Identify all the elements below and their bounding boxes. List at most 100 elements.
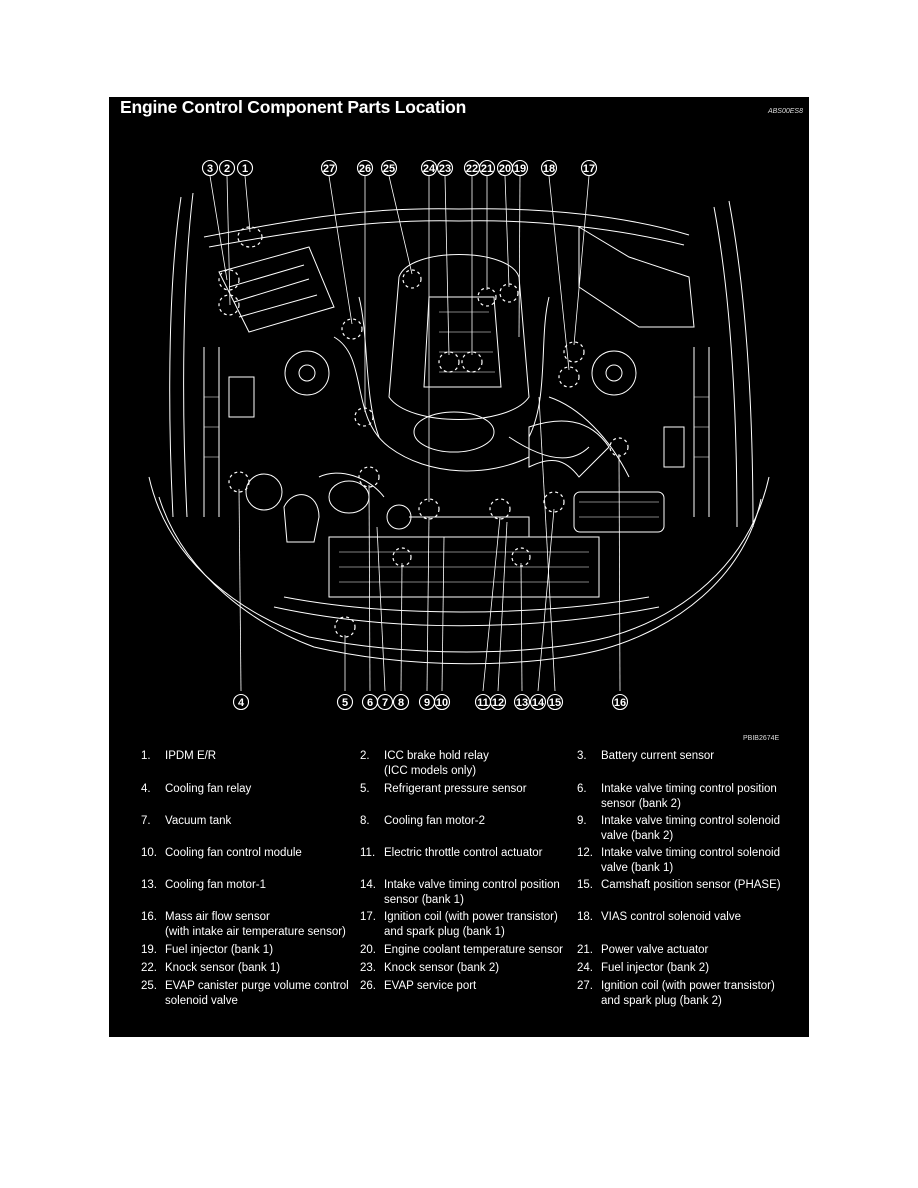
callout-18: 18 bbox=[540, 159, 558, 177]
legend-label: IPDM E/R bbox=[165, 750, 217, 762]
callout-number: 20 bbox=[499, 163, 511, 175]
callout-14: 14 bbox=[529, 693, 547, 711]
callout-number: 22 bbox=[466, 163, 478, 175]
engine-bay-drawing bbox=[148, 192, 770, 665]
callout-2: 2 bbox=[218, 159, 236, 177]
legend-label: Cooling fan motor-1 bbox=[165, 879, 266, 891]
legend-number: 14. bbox=[360, 879, 376, 891]
callout-22: 22 bbox=[463, 159, 481, 177]
legend-label: Fuel injector (bank 1) bbox=[165, 944, 274, 956]
legend-label: Intake valve timing control solenoid val… bbox=[601, 815, 780, 842]
legend-number: 12. bbox=[577, 847, 593, 859]
callout-27: 27 bbox=[320, 159, 338, 177]
callout-12: 12 bbox=[489, 693, 507, 711]
callout-4: 4 bbox=[232, 693, 250, 711]
legend-number: 19. bbox=[141, 944, 157, 956]
callout-24: 24 bbox=[420, 159, 438, 177]
legend-number: 3. bbox=[577, 750, 587, 762]
callout-17: 17 bbox=[580, 159, 598, 177]
callout-number: 9 bbox=[424, 697, 430, 709]
callout-5: 5 bbox=[336, 693, 354, 711]
legend-number: 20. bbox=[360, 944, 376, 956]
legend-number: 22. bbox=[141, 962, 157, 974]
legend-label: Power valve actuator bbox=[601, 944, 709, 956]
legend-label: VIAS control solenoid valve bbox=[601, 911, 741, 923]
legend-number: 24. bbox=[577, 962, 593, 974]
diagram-panel: Engine Control Component Parts Location … bbox=[109, 97, 809, 1037]
legend-label: Electric throttle control actuator bbox=[384, 847, 543, 859]
legend-label: Knock sensor (bank 1) bbox=[165, 962, 281, 974]
legend-label: Cooling fan relay bbox=[165, 783, 252, 795]
legend-label: Intake valve timing control solenoid val… bbox=[601, 847, 780, 874]
legend-number: 26. bbox=[360, 980, 376, 992]
callout-8: 8 bbox=[392, 693, 410, 711]
legend-number: 7. bbox=[141, 815, 151, 827]
callout-10: 10 bbox=[433, 693, 451, 711]
callout-19: 19 bbox=[511, 159, 529, 177]
legend-label: Ignition coil (with power transistor) an… bbox=[601, 980, 775, 1007]
legend-label: Intake valve timing control position sen… bbox=[384, 879, 560, 906]
callout-20: 20 bbox=[496, 159, 514, 177]
callout-number: 5 bbox=[342, 697, 348, 709]
legend-number: 1. bbox=[141, 750, 151, 762]
legend-number: 10. bbox=[141, 847, 157, 859]
legend-number: 15. bbox=[577, 879, 593, 891]
legend-label: EVAP service port bbox=[384, 980, 477, 992]
callout-9: 9 bbox=[418, 693, 436, 711]
callout-number: 21 bbox=[481, 163, 493, 175]
legend-label: Vacuum tank bbox=[165, 815, 232, 827]
callout-number: 23 bbox=[439, 163, 451, 175]
legend-label: Knock sensor (bank 2) bbox=[384, 962, 500, 974]
legend-number: 4. bbox=[141, 783, 151, 795]
legend-number: 9. bbox=[577, 815, 587, 827]
callout-number: 16 bbox=[614, 697, 626, 709]
callout-number: 24 bbox=[423, 163, 436, 175]
legend-number: 23. bbox=[360, 962, 376, 974]
legend-number: 2. bbox=[360, 750, 370, 762]
callout-number: 12 bbox=[492, 697, 504, 709]
callout-25: 25 bbox=[380, 159, 398, 177]
callout-number: 4 bbox=[238, 697, 245, 709]
callout-11: 11 bbox=[474, 693, 492, 711]
component-markers bbox=[218, 226, 629, 638]
callout-number: 11 bbox=[477, 697, 489, 709]
callout-3: 3 bbox=[201, 159, 219, 177]
legend-label: Camshaft position sensor (PHASE) bbox=[601, 879, 781, 891]
legend-label: Cooling fan control module bbox=[165, 847, 302, 859]
callout-26: 26 bbox=[356, 159, 374, 177]
callout-number: 18 bbox=[543, 163, 555, 175]
document-code: ABS00ES8 bbox=[767, 108, 803, 115]
callout-21: 21 bbox=[478, 159, 496, 177]
callout-number: 17 bbox=[583, 163, 595, 175]
callout-number: 3 bbox=[207, 163, 213, 175]
callout-number: 15 bbox=[549, 697, 561, 709]
callout-number: 6 bbox=[367, 697, 373, 709]
legend-label: Engine coolant temperature sensor bbox=[384, 944, 563, 956]
legend-label: Refrigerant pressure sensor bbox=[384, 783, 527, 795]
callout-number: 27 bbox=[323, 163, 335, 175]
legend-label: Fuel injector (bank 2) bbox=[601, 962, 710, 974]
callout-23: 23 bbox=[436, 159, 454, 177]
legend-number: 13. bbox=[141, 879, 157, 891]
legend-label: Mass air flow sensor (with intake air te… bbox=[165, 911, 346, 938]
figure-code: PBIB2674E bbox=[743, 735, 780, 742]
callout-number: 1 bbox=[242, 163, 248, 175]
callout-6: 6 bbox=[361, 693, 379, 711]
callout-13: 13 bbox=[513, 693, 531, 711]
callout-number: 7 bbox=[382, 697, 388, 709]
callout-number: 25 bbox=[383, 163, 395, 175]
legend-label: Battery current sensor bbox=[601, 750, 715, 762]
callout-number: 10 bbox=[436, 697, 448, 709]
callout-number: 8 bbox=[398, 697, 404, 709]
callout-number: 19 bbox=[514, 163, 526, 175]
callout-number: 14 bbox=[532, 697, 545, 709]
leader-lines bbox=[209, 175, 621, 692]
legend-label: Ignition coil (with power transistor) an… bbox=[384, 911, 558, 938]
legend-label: Intake valve timing control position sen… bbox=[601, 783, 777, 810]
callout-16: 16 bbox=[611, 693, 629, 711]
callout-number: 26 bbox=[359, 163, 371, 175]
legend-label: Cooling fan motor-2 bbox=[384, 815, 485, 827]
